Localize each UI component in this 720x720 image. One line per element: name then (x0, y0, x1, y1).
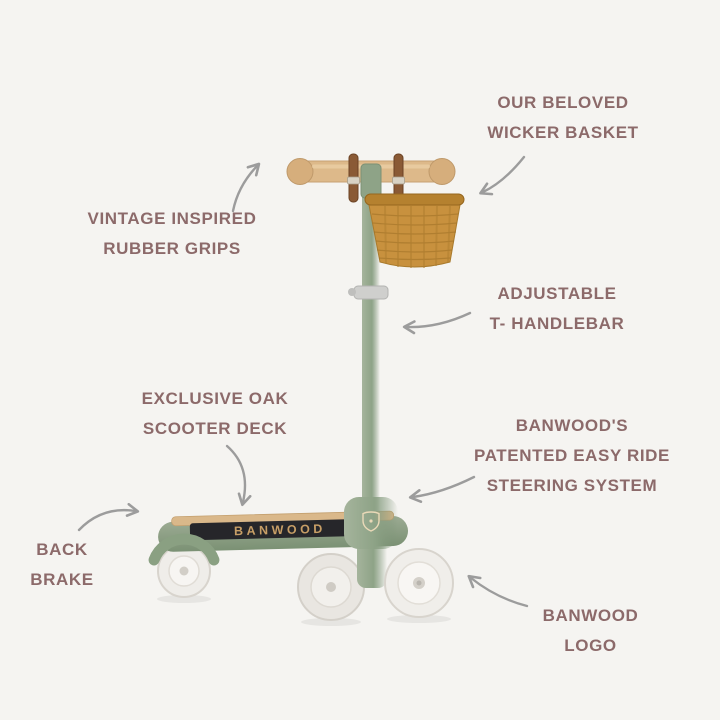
annotation-line: EXCLUSIVE OAK (141, 389, 289, 408)
annotation-banwood-logo: BANWOOD LOGO (498, 601, 683, 661)
annotation-steering-system: BANWOOD'S PATENTED EASY RIDE STEERING SY… (437, 411, 707, 501)
arrow-to-handlebar (402, 311, 472, 335)
annotation-line: T- HANDLEBAR (489, 314, 625, 333)
arrow-to-brake (77, 502, 140, 532)
annotation-line: BRAKE (30, 570, 94, 589)
annotation-rubber-grips: VINTAGE INSPIRED RUBBER GRIPS (52, 204, 292, 264)
right-buckle (392, 176, 405, 185)
annotation-line: LOGO (564, 636, 617, 655)
front-fork (357, 538, 387, 588)
handlebar (286, 158, 456, 199)
banwood-crest-logo (362, 511, 380, 532)
annotation-back-brake: BACK BRAKE (2, 535, 122, 595)
wicker-basket (364, 193, 465, 268)
collar-lever (348, 288, 356, 296)
arrow-to-logo (467, 574, 529, 608)
front-right-wheel (384, 548, 454, 618)
ground-shadows (157, 595, 451, 626)
annotation-line: BACK (36, 540, 88, 559)
basket-straps (347, 153, 405, 203)
right-grip-knob (428, 158, 456, 185)
annotation-wicker-basket: OUR BELOVED WICKER BASKET (443, 88, 683, 148)
annotation-line: PATENTED EASY RIDE (474, 446, 670, 465)
stem-clamp (360, 163, 382, 199)
basket-rim (364, 193, 465, 206)
annotation-line: ADJUSTABLE (497, 284, 617, 303)
crest-dot (369, 519, 373, 523)
annotation-line: BANWOOD'S (515, 416, 629, 435)
annotation-line: STEERING SYSTEM (486, 476, 658, 495)
annotation-line: VINTAGE INSPIRED (87, 209, 257, 228)
arrow-to-basket (479, 155, 526, 196)
annotation-adjustable-handlebar: ADJUSTABLE T- HANDLEBAR (447, 279, 667, 339)
left-grip-knob (286, 158, 314, 185)
annotation-line: RUBBER GRIPS (103, 239, 241, 258)
deck-logo-text: BANWOOD (234, 522, 326, 538)
annotation-line: WICKER BASKET (487, 123, 639, 142)
annotation-line: OUR BELOVED (497, 93, 629, 112)
arrow-to-grips (231, 162, 261, 213)
arrow-to-deck (225, 444, 252, 507)
back-brake-fender (148, 533, 220, 566)
steering-housing (344, 497, 398, 588)
height-adjust-collar (353, 285, 389, 300)
annotation-line: BANWOOD (542, 606, 639, 625)
arrow-to-steering (408, 475, 476, 504)
annotation-line: SCOOTER DECK (142, 419, 288, 438)
scooter-stem (348, 192, 389, 512)
steering-head (344, 497, 398, 549)
stem-tube (362, 192, 380, 512)
basket-weave-vertical (384, 205, 451, 268)
annotation-scooter-deck: EXCLUSIVE OAK SCOOTER DECK (95, 384, 335, 444)
back-wheel (157, 544, 211, 598)
grip-tape (189, 518, 371, 541)
left-buckle (347, 176, 360, 185)
front-left-wheel (297, 553, 365, 621)
